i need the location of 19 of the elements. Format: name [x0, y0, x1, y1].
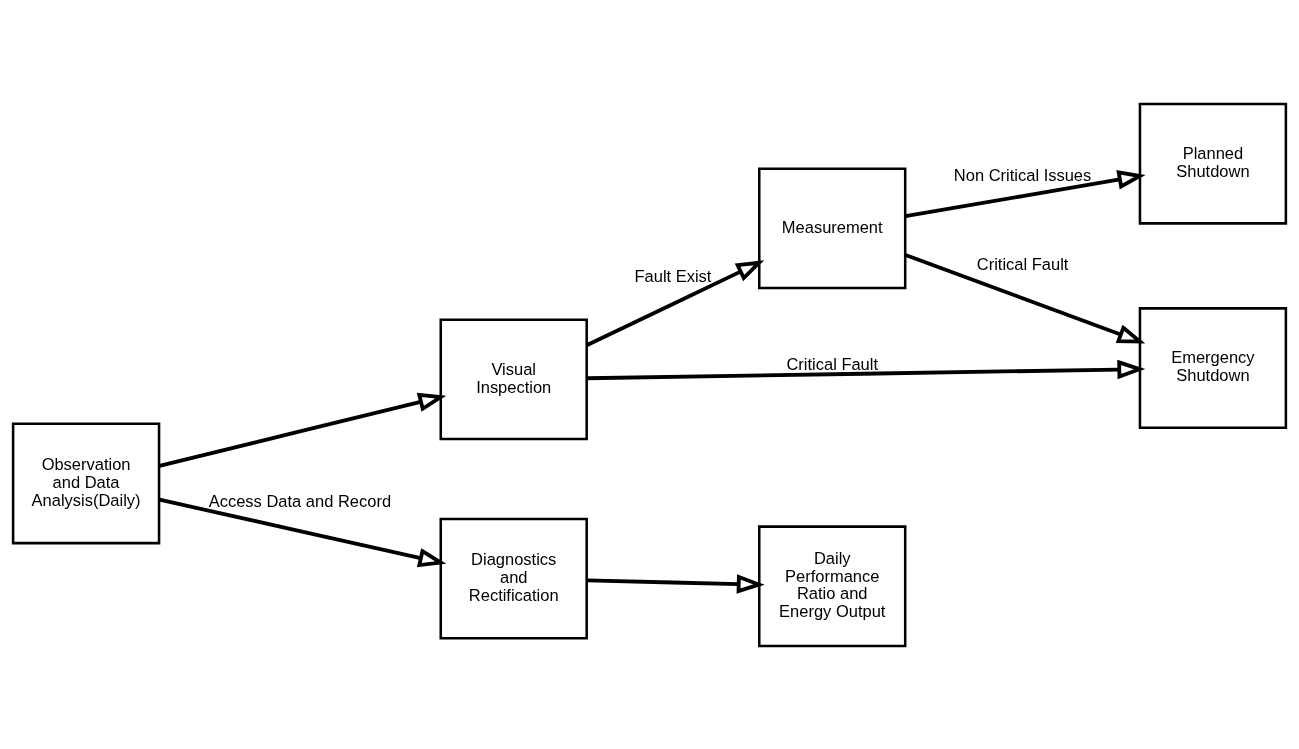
arrow [586, 359, 1146, 380]
node-box: Planned Shutdown [1138, 102, 1288, 225]
arrow [159, 497, 447, 567]
edge-label: Non Critical Issues [953, 165, 1092, 184]
node-box: Observation and Data Analysis(Daily) [11, 422, 161, 544]
node-box: Visual Inspection [439, 318, 588, 440]
arrow [586, 573, 765, 594]
edge-label: Access Data and Record [208, 491, 392, 510]
arrow [585, 259, 765, 347]
arrow [904, 252, 1146, 344]
node-box: Diagnostics and Rectification [439, 517, 588, 640]
arrow [905, 169, 1146, 218]
node-box: Emergency Shutdown [1138, 306, 1288, 429]
edge-label: Fault Exist [634, 266, 712, 285]
node-box: Daily Performance Ratio and Energy Output [758, 524, 907, 647]
node-box: Measurement [758, 167, 907, 289]
edge-label: Critical Fault [976, 254, 1069, 273]
arrow [159, 392, 447, 468]
edge-label: Critical Fault [786, 354, 879, 373]
